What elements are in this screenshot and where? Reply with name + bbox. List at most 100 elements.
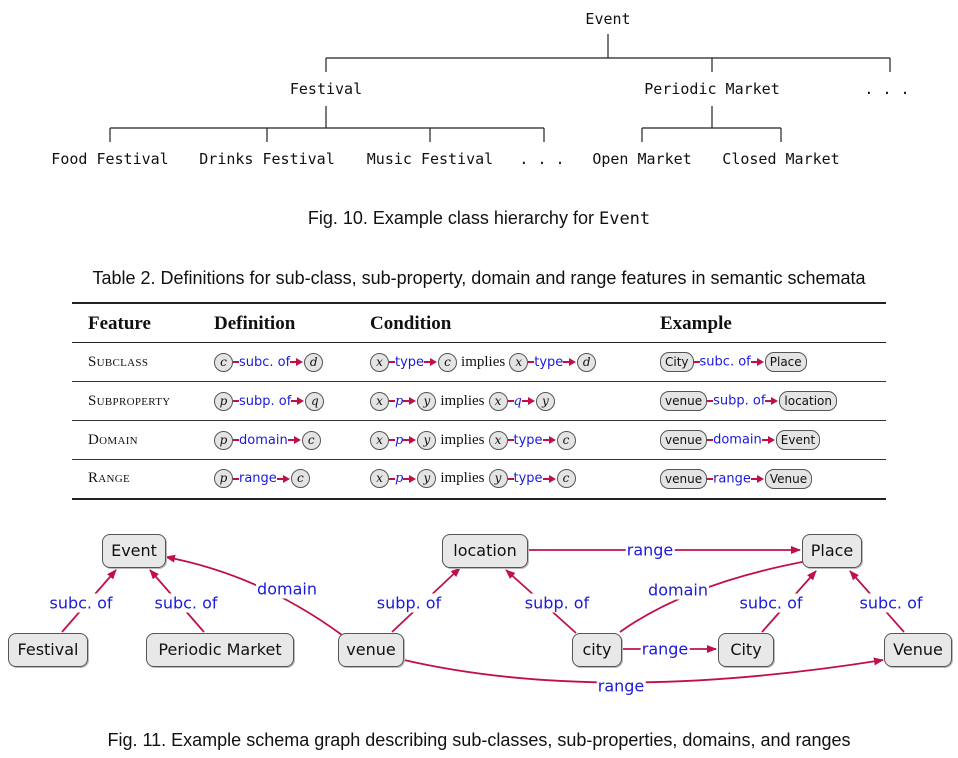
edge-line <box>750 478 757 480</box>
tree-node-ellipsis: . . . <box>864 80 910 98</box>
node-festival: Festival <box>8 633 88 667</box>
node-venue-property: venue <box>338 633 404 667</box>
node-place: Place <box>802 534 862 568</box>
header-feature: Feature <box>88 313 151 334</box>
edge-label: type <box>513 471 543 487</box>
variable-node: c <box>438 352 458 372</box>
header-condition: Condition <box>370 313 452 334</box>
edge-label: p <box>395 393 404 409</box>
variable-node: x <box>488 430 508 450</box>
feature-cell: Subclass <box>88 353 149 370</box>
edge-arrow <box>409 397 417 405</box>
example-cell: venue range Venue <box>644 460 886 499</box>
variable-node: c <box>214 352 233 372</box>
edge-arrow <box>409 436 417 444</box>
edge-line <box>521 400 528 402</box>
node-location: location <box>442 534 528 568</box>
example-node: City <box>660 352 694 372</box>
edge-label: domain <box>239 432 288 448</box>
edge-line <box>389 478 395 480</box>
edge-line <box>403 439 410 441</box>
example-node: venue <box>660 468 708 489</box>
edge-line <box>233 361 239 363</box>
example-node: Venue <box>764 468 813 489</box>
example-node: venue <box>660 430 708 450</box>
table-2-caption: Table 2. Definitions for sub-class, sub-… <box>92 268 866 288</box>
variable-node: x <box>488 391 508 411</box>
label-location-place: range <box>625 540 675 560</box>
edge-arrow <box>282 474 290 483</box>
node-event: Event <box>102 534 166 568</box>
edge-label: type <box>534 354 564 370</box>
edge-label: p <box>395 432 404 448</box>
edge-line <box>403 478 410 480</box>
edge-line <box>528 361 535 363</box>
variable-node: c <box>556 469 576 489</box>
variable-node: d <box>304 352 324 372</box>
variable-node: d <box>577 352 597 372</box>
implies-text: implies <box>440 470 485 487</box>
variable-node: x <box>370 391 389 411</box>
edge-line <box>233 400 239 402</box>
tree-leaf-open-market: Open Market <box>592 150 692 168</box>
label-city-place: domain <box>647 580 709 600</box>
variable-node: y <box>417 391 437 411</box>
example-node: Place <box>764 352 807 372</box>
node-city-property: city <box>572 633 622 667</box>
edge-arrow <box>756 358 764 366</box>
edge-line <box>276 478 283 480</box>
figure-11-caption: Fig. 11. Example schema graph describing… <box>107 730 851 750</box>
edge-label: type <box>395 354 425 370</box>
variable-node: x <box>509 352 529 372</box>
implies-text: implies <box>461 353 506 370</box>
edge-label: q <box>513 393 522 409</box>
label-venue-location: subp. of <box>375 593 443 613</box>
edge-label: range <box>239 471 277 487</box>
variable-node: y <box>535 391 555 411</box>
edge-line <box>563 361 570 363</box>
variable-node: y <box>417 469 437 489</box>
edge-label: subc. of <box>699 354 751 370</box>
feature-cell: Subproperty <box>88 392 171 409</box>
class-hierarchy-lines <box>109 34 891 142</box>
feature-cell: Domain <box>88 431 138 448</box>
edge-line <box>693 361 700 363</box>
edge-line <box>233 439 239 441</box>
edge-arrow <box>548 474 556 483</box>
edge-arrow <box>293 436 301 444</box>
label-cityclass-place: subc. of <box>738 593 804 613</box>
edge-label: subp. of <box>239 393 292 409</box>
variable-node: p <box>214 469 233 489</box>
example-cell: City subc. of Place <box>644 343 886 382</box>
implies-text: implies <box>440 431 485 448</box>
edge-arrow <box>527 397 535 405</box>
edge-line <box>707 400 714 402</box>
example-node: Event <box>775 430 821 450</box>
node-venue-class: Venue <box>884 633 952 667</box>
edge-line <box>507 478 514 480</box>
edge-arrow <box>756 474 764 483</box>
definitions-table: Feature Definition Condition Example Sub… <box>72 302 886 500</box>
header-example: Example <box>660 313 732 334</box>
figure-10-caption-text: Fig. 10. Example class hierarchy for <box>307 208 599 228</box>
edge-label: range <box>713 471 751 487</box>
edge-line <box>707 478 714 480</box>
edge-label: p <box>395 471 404 487</box>
label-city-location: subp. of <box>523 593 591 613</box>
variable-node: y <box>417 430 437 450</box>
figure-10-caption: Fig. 10. Example class hierarchy for Eve… <box>0 208 958 229</box>
label-venue-venueclass: range <box>596 676 646 696</box>
feature-cell: Range <box>88 470 131 487</box>
